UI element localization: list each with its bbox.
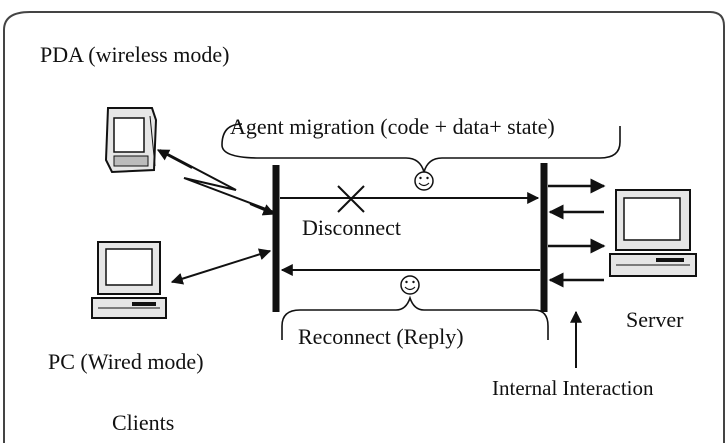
- reconnect-brace: [281, 295, 549, 340]
- cross-icon: [337, 185, 365, 213]
- server-device-icon: [609, 189, 697, 277]
- migration-label: Agent migration (code + data+ state): [230, 114, 555, 139]
- wired-link: [170, 248, 272, 285]
- smiley-icon: [414, 171, 434, 191]
- internal-interaction-label: Internal Interaction: [492, 376, 654, 400]
- reconnect-label: Reconnect (Reply): [298, 324, 464, 349]
- smiley-icon: [400, 275, 420, 295]
- outer-frame: [3, 11, 725, 443]
- server-label: Server: [626, 307, 684, 332]
- pc-label: PC (Wired mode): [48, 349, 204, 374]
- wireless-link: [159, 149, 275, 213]
- pc-device-icon: [91, 241, 167, 319]
- pda-label: PDA (wireless mode): [40, 42, 230, 67]
- pda-device-icon: [104, 107, 158, 174]
- clients-label: Clients: [112, 410, 175, 435]
- disconnect-label: Disconnect: [302, 215, 401, 240]
- internal-interaction-arrows: [548, 178, 606, 288]
